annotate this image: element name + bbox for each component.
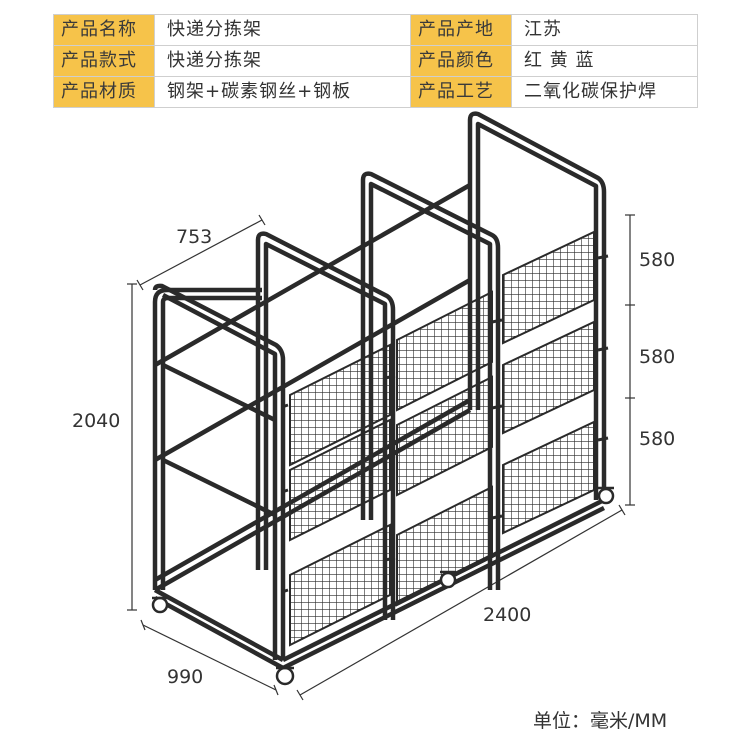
label-material: 产品材质: [54, 77, 155, 107]
label-process: 产品工艺: [411, 77, 512, 107]
value-style: 快递分拣架: [155, 46, 411, 76]
label-color: 产品颜色: [411, 46, 512, 76]
wheel-front-right: [275, 666, 295, 686]
bin-b3: [396, 485, 493, 607]
bin-a2: [289, 418, 391, 542]
bin-a1: [289, 343, 391, 467]
bin-handles: [281, 254, 609, 594]
label-style: 产品款式: [54, 46, 155, 76]
wheel-front-left: [151, 596, 169, 614]
label-product-name: 产品名称: [54, 15, 155, 45]
dim-length: 2400: [483, 604, 532, 626]
wheel-rear-mid: [439, 571, 457, 589]
dim-tier-3: 580: [639, 428, 676, 450]
bin-b1: [396, 290, 493, 412]
spec-row-material: 产品材质 钢架+碳素钢丝+钢板 产品工艺 二氧化碳保护焊: [54, 77, 698, 108]
bin-a3: [289, 523, 391, 647]
value-material: 钢架+碳素钢丝+钢板: [155, 77, 411, 107]
spec-row-name: 产品名称 快递分拣架 产品产地 江苏: [54, 15, 698, 46]
value-origin: 江苏: [512, 15, 698, 45]
dimension-lines: [127, 214, 635, 701]
wheel-rear-right: [597, 487, 615, 505]
dim-top-depth: 753: [176, 226, 213, 248]
dim-tier-2: 580: [639, 346, 676, 368]
bin-c1: [502, 230, 595, 345]
dim-depth: 990: [167, 666, 204, 688]
value-product-name: 快递分拣架: [155, 15, 411, 45]
dim-height: 2040: [72, 410, 121, 432]
bins: [289, 230, 595, 647]
bin-b2: [396, 375, 493, 497]
caster-wheels: [151, 486, 615, 686]
bin-c3: [502, 420, 595, 535]
label-origin: 产品产地: [411, 15, 512, 45]
unit-note: 单位：毫米/MM: [533, 710, 668, 732]
spec-table: 产品名称 快递分拣架 产品产地 江苏 产品款式 快递分拣架 产品颜色 红 黄 蓝…: [53, 14, 698, 108]
bin-c2: [502, 320, 595, 435]
value-process: 二氧化碳保护焊: [512, 77, 698, 107]
rack-frame: [152, 111, 607, 671]
dim-tier-1: 580: [639, 249, 676, 271]
value-color: 红 黄 蓝: [512, 46, 698, 76]
spec-row-style: 产品款式 快递分拣架 产品颜色 红 黄 蓝: [54, 46, 698, 77]
